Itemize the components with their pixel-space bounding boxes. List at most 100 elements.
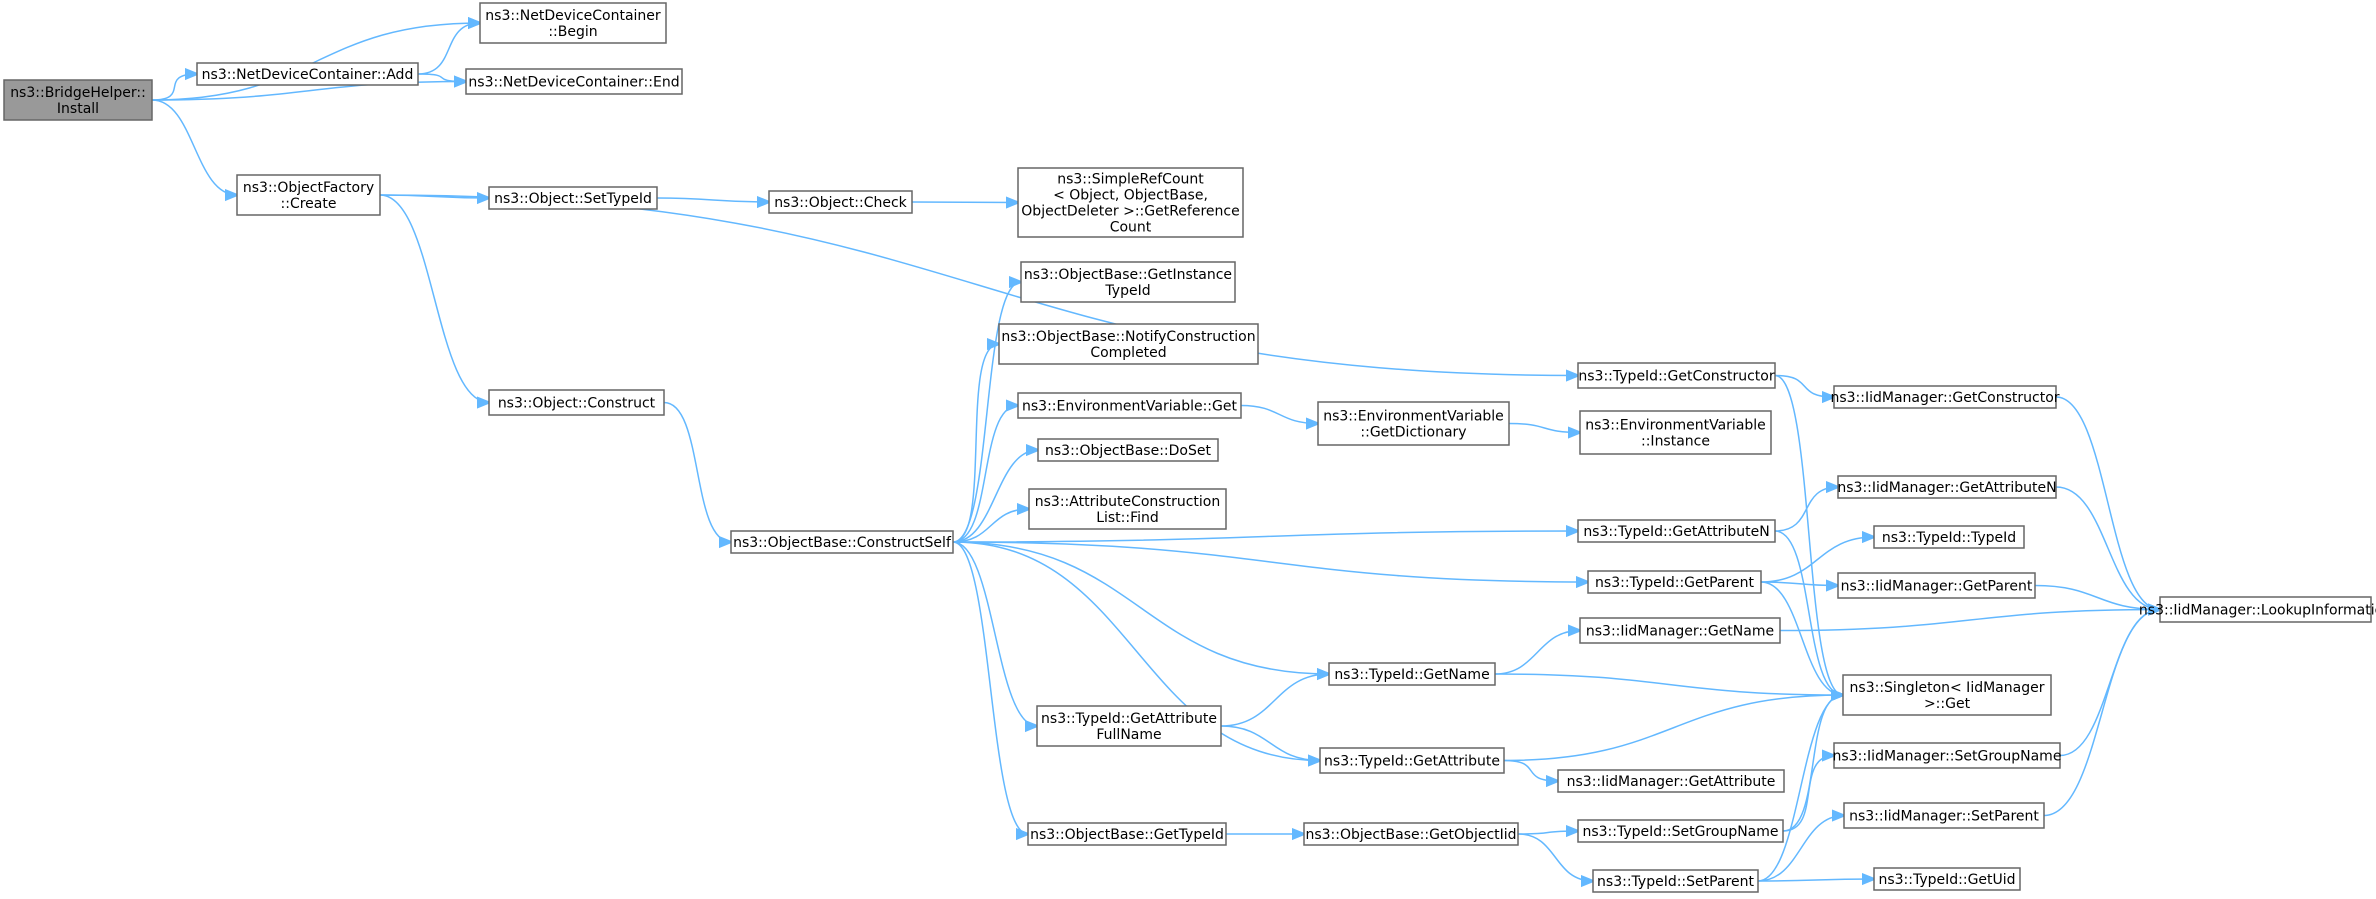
edge-iid-setgroupname-to-iid-lookup xyxy=(2059,610,2160,757)
node-box xyxy=(1036,705,1222,747)
node-iid-getconstructor[interactable]: ns3::IidManager::GetConstructor xyxy=(1830,385,2060,409)
node-box xyxy=(196,62,419,86)
node-box xyxy=(1017,167,1244,238)
edge-tid-getparent-to-singleton-get xyxy=(1760,581,1843,695)
node-iid-getattribute[interactable]: ns3::IidManager::GetAttribute xyxy=(1557,769,1785,793)
node-box xyxy=(1557,769,1785,793)
node-label-line: ns3::EnvironmentVariable::Get xyxy=(1022,399,1237,415)
node-box xyxy=(1028,488,1227,530)
edge-install-to-ndc-begin xyxy=(151,23,480,101)
node-tid-typeid[interactable]: ns3::TypeId::TypeId xyxy=(1873,525,2025,549)
node-ob-doset[interactable]: ns3::ObjectBase::DoSet xyxy=(1037,438,1219,462)
node-label-line: ns3::ObjectFactory xyxy=(243,180,374,196)
node-ev-instance[interactable]: ns3::EnvironmentVariable::Instance xyxy=(1579,410,1772,455)
node-label-line: ns3::ObjectBase::DoSet xyxy=(1045,443,1211,459)
edge-ndc-add-to-ndc-end xyxy=(417,73,466,82)
node-ob-getobjectiid[interactable]: ns3::ObjectBase::GetObjectIid xyxy=(1303,822,1519,846)
node-label-line: ns3::TypeId::GetAttributeN xyxy=(1583,524,1769,540)
node-label-line: ns3::IidManager::GetConstructor xyxy=(1830,390,2059,406)
node-iid-setparent[interactable]: ns3::IidManager::SetParent xyxy=(1843,802,2045,829)
node-box xyxy=(1873,867,2021,891)
node-obj-check[interactable]: ns3::Object::Check xyxy=(768,190,913,214)
node-label-line: ns3::Object::SetTypeId xyxy=(494,191,652,207)
node-box xyxy=(1577,519,1776,543)
node-iid-setgroupname[interactable]: ns3::IidManager::SetGroupName xyxy=(1833,742,2062,769)
edge-tid-setparent-to-iid-setparent xyxy=(1757,816,1844,882)
node-ndc-end[interactable]: ns3::NetDeviceContainer::End xyxy=(465,68,683,95)
node-label-line: ns3::SimpleRefCount xyxy=(1057,172,1204,188)
node-box xyxy=(1873,525,2025,549)
node-label-line: ns3::ObjectBase::NotifyConstruction xyxy=(1001,329,1255,345)
node-ob-gettypeid[interactable]: ns3::ObjectBase::GetTypeId xyxy=(1027,822,1227,846)
node-label-line: ns3::IidManager::GetAttributeN xyxy=(1837,480,2056,496)
node-box xyxy=(488,186,658,210)
node-iid-lookup[interactable]: ns3::IidManager::LookupInformation xyxy=(2139,596,2376,623)
node-label-line: ns3::EnvironmentVariable xyxy=(1323,409,1504,425)
node-box xyxy=(1027,822,1227,846)
edge-tid-getname-to-iid-getname xyxy=(1494,631,1580,675)
node-label-line: ns3::NetDeviceContainer xyxy=(485,8,661,24)
node-tid-getparent[interactable]: ns3::TypeId::GetParent xyxy=(1587,570,1762,594)
node-label-line: ns3::ObjectBase::ConstructSelf xyxy=(733,535,952,551)
edge-ob-constructself-to-ob-doset xyxy=(952,450,1038,543)
node-label-line: ns3::IidManager::SetGroupName xyxy=(1833,749,2062,765)
node-label-line: ObjectDeleter >::GetReference xyxy=(1021,204,1239,220)
node-label-line: ns3::IidManager::LookupInformation xyxy=(2139,603,2376,619)
node-label-line: ::Begin xyxy=(548,24,597,40)
node-box xyxy=(3,79,153,121)
edge-ob-constructself-to-tid-getattributen xyxy=(952,531,1578,543)
node-of-create[interactable]: ns3::ObjectFactory::Create xyxy=(236,174,381,216)
node-tid-setparent[interactable]: ns3::TypeId::SetParent xyxy=(1592,869,1759,893)
node-box xyxy=(1037,438,1219,462)
node-ob-notify[interactable]: ns3::ObjectBase::NotifyConstructionCompl… xyxy=(998,323,1259,365)
edge-layer xyxy=(151,23,2160,882)
node-label-line: ns3::TypeId::GetConstructor xyxy=(1578,369,1774,385)
edge-obj-settypeid-to-obj-check xyxy=(656,198,769,202)
node-tid-getname[interactable]: ns3::TypeId::GetName xyxy=(1328,662,1496,686)
node-tid-getconstructor[interactable]: ns3::TypeId::GetConstructor xyxy=(1577,362,1776,389)
node-box xyxy=(1317,401,1510,446)
edge-tid-setparent-to-tid-getuid xyxy=(1757,879,1874,881)
node-obj-settypeid[interactable]: ns3::Object::SetTypeId xyxy=(488,186,658,210)
node-box xyxy=(1837,475,2057,499)
node-obj-construct[interactable]: ns3::Object::Construct xyxy=(488,389,665,416)
edge-tid-getattributen-to-iid-getattributen xyxy=(1774,487,1838,532)
node-ndc-add[interactable]: ns3::NetDeviceContainer::Add xyxy=(196,62,419,86)
node-box xyxy=(1017,392,1242,419)
node-tid-setgroupname[interactable]: ns3::TypeId::SetGroupName xyxy=(1577,819,1784,843)
node-box xyxy=(730,530,954,554)
node-ev-get[interactable]: ns3::EnvironmentVariable::Get xyxy=(1017,392,1242,419)
node-ev-getdict[interactable]: ns3::EnvironmentVariable::GetDictionary xyxy=(1317,401,1510,446)
node-iid-getparent[interactable]: ns3::IidManager::GetParent xyxy=(1837,572,2036,599)
node-label-line: ns3::ObjectBase::GetTypeId xyxy=(1030,827,1224,843)
edge-tid-getconstructor-to-iid-getconstructor xyxy=(1774,374,1834,398)
node-tid-getattribute[interactable]: ns3::TypeId::GetAttribute xyxy=(1319,747,1505,774)
node-install[interactable]: ns3::BridgeHelper::Install xyxy=(3,79,153,121)
edge-tid-setparent-to-singleton-get xyxy=(1757,695,1843,882)
edge-tid-getconstructor-to-singleton-get xyxy=(1774,374,1843,696)
node-src-getref[interactable]: ns3::SimpleRefCount< Object, ObjectBase,… xyxy=(1017,167,1244,238)
edge-tid-getparent-to-iid-getparent xyxy=(1760,582,1838,586)
node-ndc-begin[interactable]: ns3::NetDeviceContainer::Begin xyxy=(479,2,667,44)
node-ob-constructself[interactable]: ns3::ObjectBase::ConstructSelf xyxy=(730,530,954,554)
node-singleton-get[interactable]: ns3::Singleton< IidManager>::Get xyxy=(1842,674,2052,716)
node-label-line: ns3::TypeId::GetAttribute xyxy=(1324,754,1500,770)
node-box xyxy=(1328,662,1496,686)
node-iid-getname[interactable]: ns3::IidManager::GetName xyxy=(1579,617,1781,644)
node-iid-getattributen[interactable]: ns3::IidManager::GetAttributeN xyxy=(1837,475,2057,499)
node-tid-getattributen[interactable]: ns3::TypeId::GetAttributeN xyxy=(1577,519,1776,543)
edge-tid-getattributen-to-singleton-get xyxy=(1774,530,1843,695)
node-box xyxy=(1843,802,2045,829)
node-tid-getuid[interactable]: ns3::TypeId::GetUid xyxy=(1873,867,2021,891)
node-label-line: ns3::IidManager::SetParent xyxy=(1849,809,2039,825)
edge-tid-getattribute-to-singleton-get xyxy=(1503,695,1843,762)
edge-ob-constructself-to-acl-find xyxy=(952,509,1029,543)
node-label-line: ns3::NetDeviceContainer::Add xyxy=(202,67,414,83)
edge-ob-getobjectiid-to-tid-setparent xyxy=(1517,833,1593,881)
node-box xyxy=(1587,570,1762,594)
node-box xyxy=(1577,819,1784,843)
node-label-line: ns3::TypeId::GetName xyxy=(1334,667,1489,683)
